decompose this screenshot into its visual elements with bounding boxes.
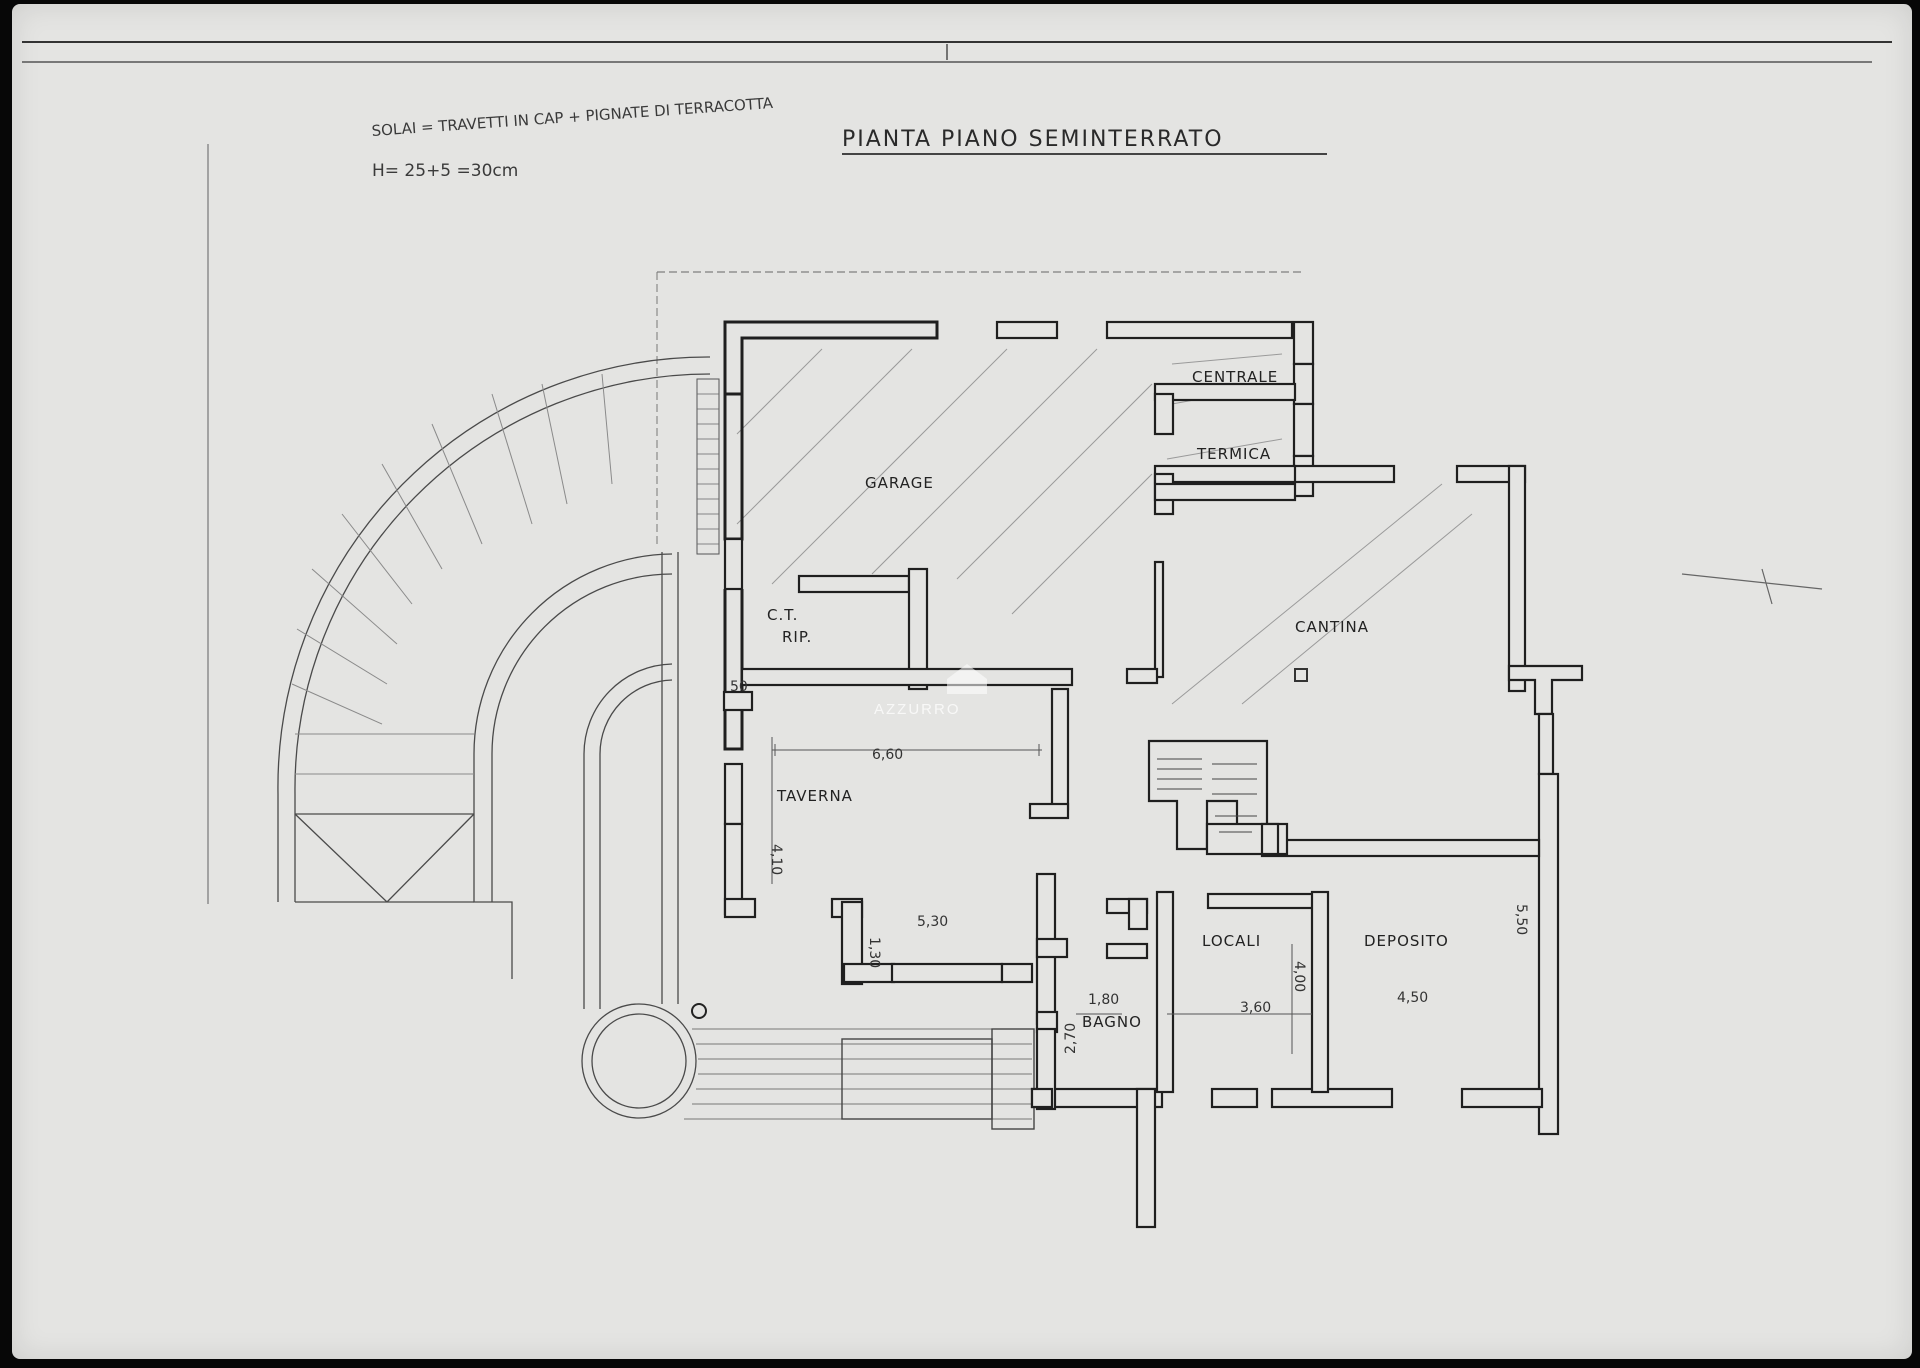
dim-deposito-depth: 5,50: [1513, 904, 1529, 935]
room-label-locali: LOCALI: [1202, 932, 1261, 950]
watermark: AZZURRO: [874, 664, 987, 718]
sheet-border: [22, 41, 1892, 904]
room-label-garage: GARAGE: [865, 474, 934, 492]
room-label-rip: RIP.: [782, 628, 812, 646]
dim-locali-width: 3,60: [1240, 1000, 1271, 1016]
dim-deposito-width: 4,50: [1397, 990, 1428, 1006]
watermark-brand: AZZURRO: [874, 701, 961, 718]
drawing-sheet: SOLAI = TRAVETTI IN CAP + PIGNATE DI TER…: [12, 4, 1912, 1359]
room-label-taverna: TAVERNA: [776, 787, 853, 805]
dim-taverna-bottom: 5,30: [917, 914, 948, 930]
ramp: [277, 356, 1035, 1130]
drawing-title: PIANTA PIANO SEMINTERRATO: [842, 127, 1224, 152]
house-logo-icon: [947, 664, 987, 694]
room-label-bagno: BAGNO: [1082, 1013, 1142, 1031]
dim-wall-small: 50: [730, 679, 748, 695]
dimension-lines: [771, 737, 1312, 1054]
slab-note: SOLAI = TRAVETTI IN CAP + PIGNATE DI TER…: [371, 94, 774, 140]
room-label-cantina: CANTINA: [1295, 618, 1369, 636]
dim-taverna-width: 6,60: [872, 747, 903, 763]
room-label-ct: C.T.: [767, 606, 798, 624]
walls: [722, 320, 1584, 1229]
dim-bagno-depth: 2,70: [1063, 1023, 1079, 1054]
dim-taverna-step: 1,30: [866, 937, 882, 968]
garage-hatch: [736, 348, 1473, 705]
interior-stair: [1157, 758, 1257, 833]
height-note: H= 25+5 =30cm: [372, 161, 518, 181]
dim-locali-depth: 4,00: [1291, 961, 1307, 992]
room-label-termica: TERMICA: [1196, 445, 1271, 463]
floor-plan: SOLAI = TRAVETTI IN CAP + PIGNATE DI TER…: [22, 41, 1892, 1229]
dim-taverna-depth: 4,10: [768, 844, 784, 875]
property-lines: [656, 271, 1302, 544]
room-label-deposito: DEPOSITO: [1364, 932, 1449, 950]
room-label-centrale: CENTRALE: [1192, 368, 1278, 386]
cantina-column: [1294, 668, 1308, 682]
dim-bagno-width: 1,80: [1088, 992, 1119, 1008]
